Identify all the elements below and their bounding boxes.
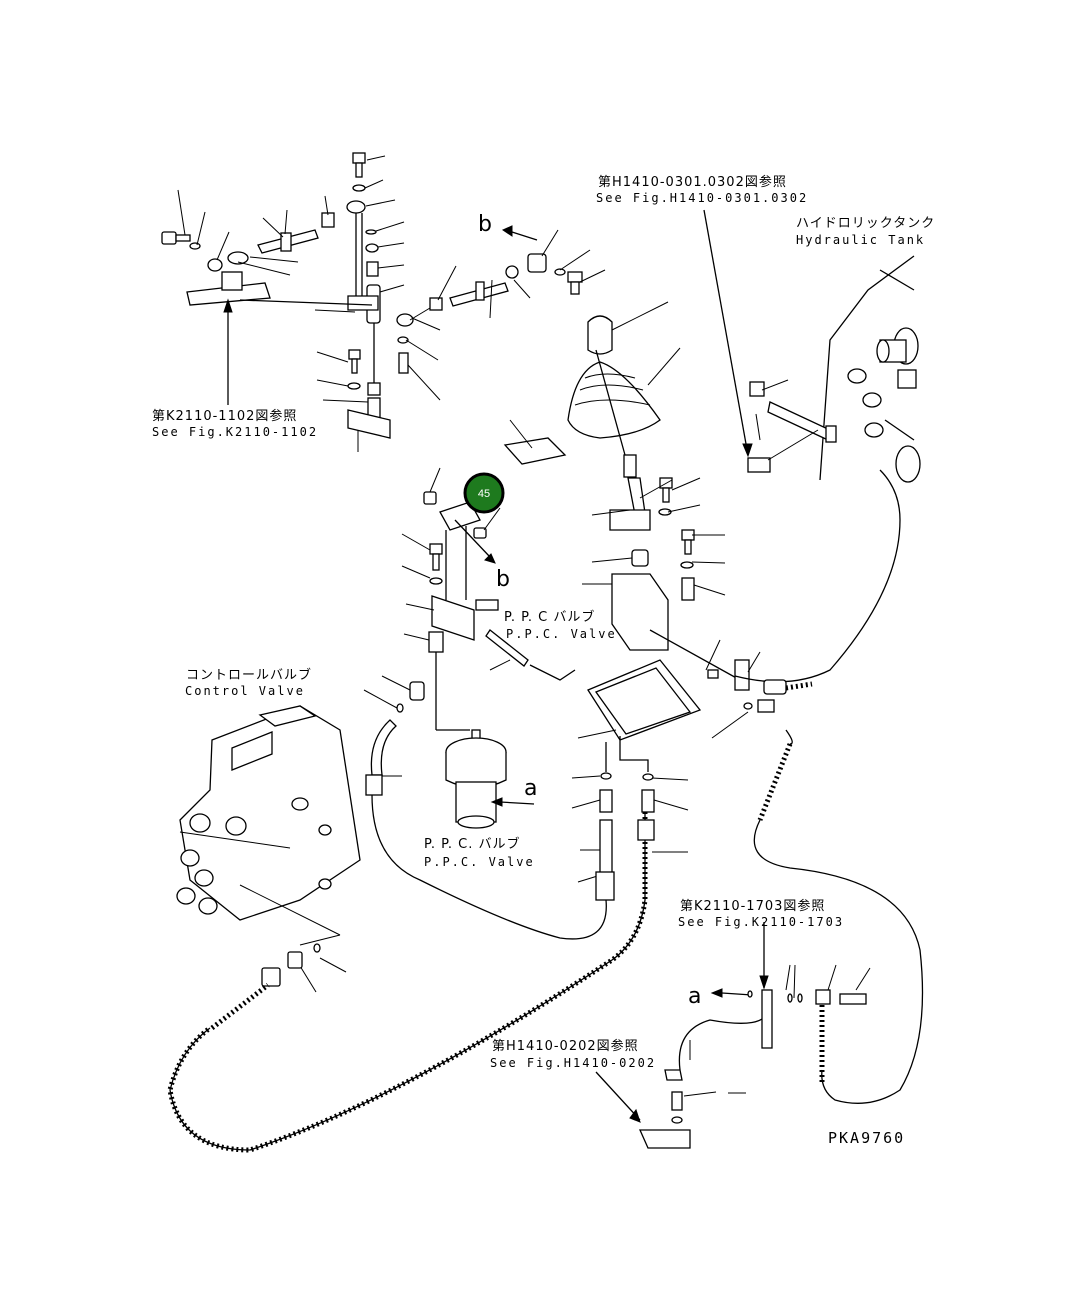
- upper-left-linkage: [161, 152, 606, 465]
- marker-b-top: b: [478, 212, 492, 237]
- ref-k2110-1703: 第K2110-1703図参照 See Fig.K2110-1703: [678, 898, 844, 929]
- control-valve-en: Control Valve: [185, 684, 305, 698]
- marker-a-low: a: [688, 984, 701, 1009]
- ppc-valve-lower-en: P.P.C. Valve: [424, 855, 535, 869]
- control-valve: [176, 675, 425, 993]
- ref-h1410-0202: 第H1410-0202図参照 See Fig.H1410-0202: [490, 1038, 656, 1070]
- lower-ppc-valve: [445, 729, 535, 829]
- middle-bracket: [401, 467, 576, 731]
- ref-k2110-1102-jp: 第K2110-1102図参照: [152, 408, 297, 424]
- label-control-valve: コントロールバルブ Control Valve: [185, 667, 312, 698]
- ref-h1410-0301: 第H1410-0301.0302図参照 See Fig.H1410-0301.0…: [596, 174, 808, 205]
- ref-h1410-0202-en: See Fig.H1410-0202: [490, 1056, 656, 1070]
- ref-h1410-0301-jp: 第H1410-0301.0302図参照: [598, 174, 787, 190]
- lever-assembly: [567, 301, 775, 883]
- ref-h1410-0202-jp: 第H1410-0202図参照: [492, 1038, 639, 1054]
- ref-k2110-1102: 第K2110-1102図参照 See Fig.K2110-1102: [152, 408, 318, 439]
- ref-k2110-1703-en: See Fig.K2110-1703: [678, 915, 844, 929]
- label-ppc-valve-upper: P. P. C バルブ P.P.C. Valve: [504, 609, 617, 641]
- ppc-valve-lower-jp: P. P. C. バルブ: [424, 836, 521, 852]
- hydraulic-tank: [703, 209, 921, 483]
- piping: [167, 469, 924, 1153]
- callout-number: 45: [478, 488, 490, 500]
- hydraulic-tank-en: Hydraulic Tank: [796, 233, 925, 247]
- control-valve-jp: コントロールバルブ: [186, 667, 312, 683]
- ref-h1410-0301-en: See Fig.H1410-0301.0302: [596, 191, 808, 205]
- ref-k2110-1102-en: See Fig.K2110-1102: [152, 425, 318, 439]
- hydraulic-tank-jp: ハイドロリックタンク: [796, 216, 935, 231]
- marker-b-mid: b: [496, 567, 510, 592]
- ref-k2110-1703-jp: 第K2110-1703図参照: [680, 898, 825, 914]
- ppc-valve-upper-jp: P. P. C バルブ: [504, 609, 595, 625]
- ppc-valve-upper-en: P.P.C. Valve: [506, 627, 617, 641]
- drawing-code: PKA9760: [828, 1129, 905, 1147]
- label-ppc-valve-lower: P. P. C. バルブ P.P.C. Valve: [424, 836, 535, 869]
- callout-marker[interactable]: 45: [463, 472, 505, 514]
- marker-a-mid: a: [524, 776, 537, 801]
- label-hydraulic-tank: ハイドロリックタンク Hydraulic Tank: [796, 216, 935, 247]
